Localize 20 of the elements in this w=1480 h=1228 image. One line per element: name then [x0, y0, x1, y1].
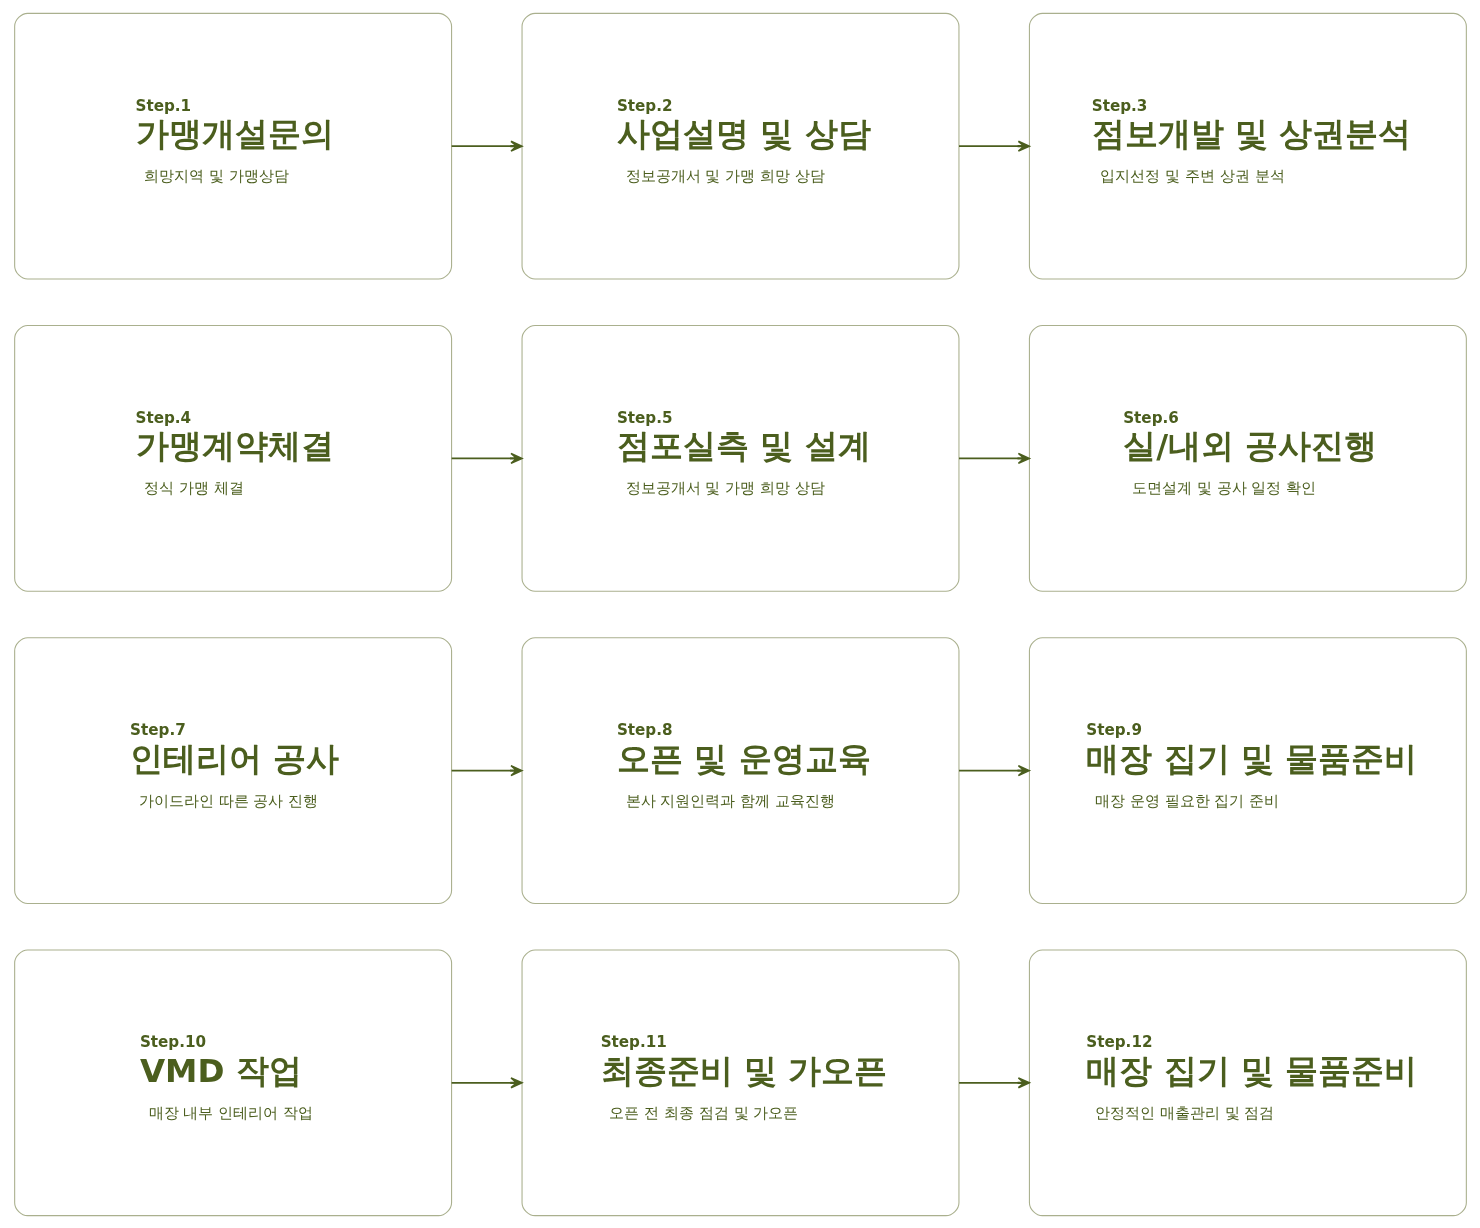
arrow [957, 139, 1030, 152]
node-box: Step.4 가맹계약체결 정식 가맹 체결 [13, 324, 452, 592]
node-box: Step.11 최종준비 및 가오픈 오픈 전 최종 점검 및 가오픈 [521, 949, 959, 1216]
node-box: Step.6 실/내외 공사진행 도면설계 및 공사 일정 확인 [1028, 324, 1467, 592]
node-box: Step.5 점포실측 및 설계 정보공개서 및 가맹 희망 상담 [521, 324, 959, 592]
arrow [450, 452, 523, 464]
node-box: Step.1 가맹개설문의 희망지역 및 가맹상담 [13, 12, 452, 279]
node-box: Step.10 VMD 작업 매장 내부 인테리어 작업 [13, 949, 452, 1216]
node-box: Step.2 사업설명 및 상담 정보공개서 및 가맹 희망 상담 [521, 12, 959, 279]
node-box: Step.7 인테리어 공사 가이드라인 따른 공사 진행 [13, 636, 452, 904]
node-box: Step.8 오픈 및 운영교육 본사 지원인력과 함께 교육진행 [521, 636, 959, 904]
arrow [957, 452, 1030, 464]
arrow [450, 764, 523, 776]
arrow [957, 1076, 1030, 1089]
node-box: Step.3 점보개발 및 상권분석 입지선정 및 주변 상권 분석 [1028, 12, 1467, 279]
arrow [450, 139, 523, 152]
arrow [450, 1076, 523, 1089]
arrow [957, 764, 1030, 776]
node-box: Step.9 매장 집기 및 물품준비 매장 운영 필요한 집기 준비 [1028, 636, 1467, 904]
node-box: Step.12 매장 집기 및 물품준비 안정적인 매출관리 및 점검 [1028, 949, 1467, 1216]
